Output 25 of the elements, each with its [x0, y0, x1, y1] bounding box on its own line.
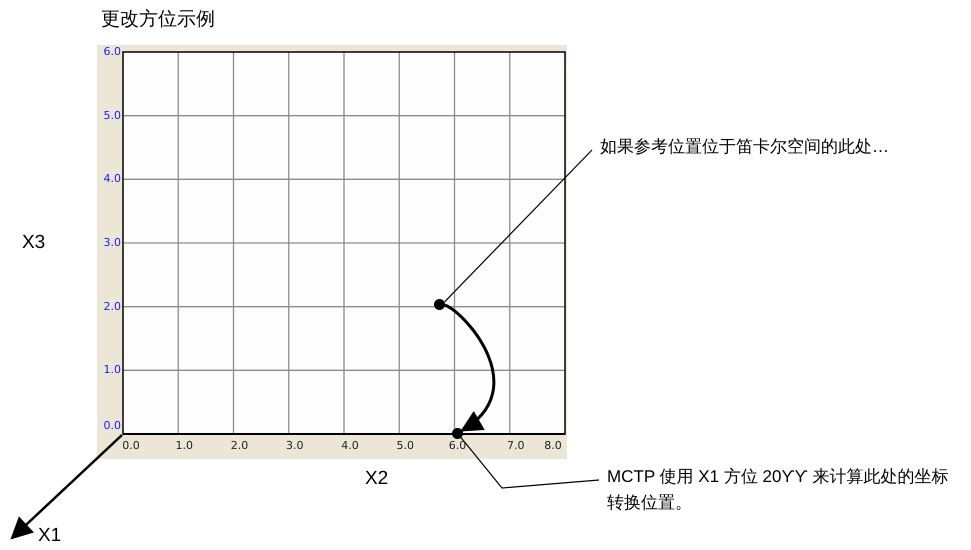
tick-label: 0.0 [104, 419, 121, 432]
tick-label: 8.0 [544, 439, 562, 452]
tick-label: 2.0 [230, 439, 248, 452]
tick-label: 3.0 [104, 236, 121, 250]
tick-label: 6.0 [104, 45, 121, 58]
tick-label: 5.0 [104, 109, 121, 122]
curved-arrow [444, 304, 496, 432]
callout-text: MCTP 使用 X1 方位 20ϒϒ 来计算此处的坐标转换位置。 [599, 464, 961, 516]
axis-label: X2 [365, 468, 388, 491]
callout-text: 如果参考位置位于笛卡尔空间的此处… [592, 134, 942, 160]
tick-label: 2.0 [104, 300, 121, 314]
tick-label: 6.0 [448, 439, 466, 452]
tick-label: 3.0 [286, 439, 304, 452]
tick-label: 1.0 [104, 363, 121, 376]
leader-line [460, 436, 600, 489]
tick-label: 4.0 [104, 172, 121, 186]
tick-label: 1.0 [176, 439, 193, 452]
axis-label: X3 [22, 232, 46, 255]
tick-label: 5.0 [396, 439, 414, 452]
axis-label: X1 [38, 525, 62, 548]
tick-label: 4.0 [341, 439, 359, 452]
tick-label: 7.0 [507, 439, 524, 452]
leader-line [444, 150, 592, 302]
title: 更改方位示例 [101, 9, 215, 32]
tick-label: 0.0 [122, 439, 140, 452]
